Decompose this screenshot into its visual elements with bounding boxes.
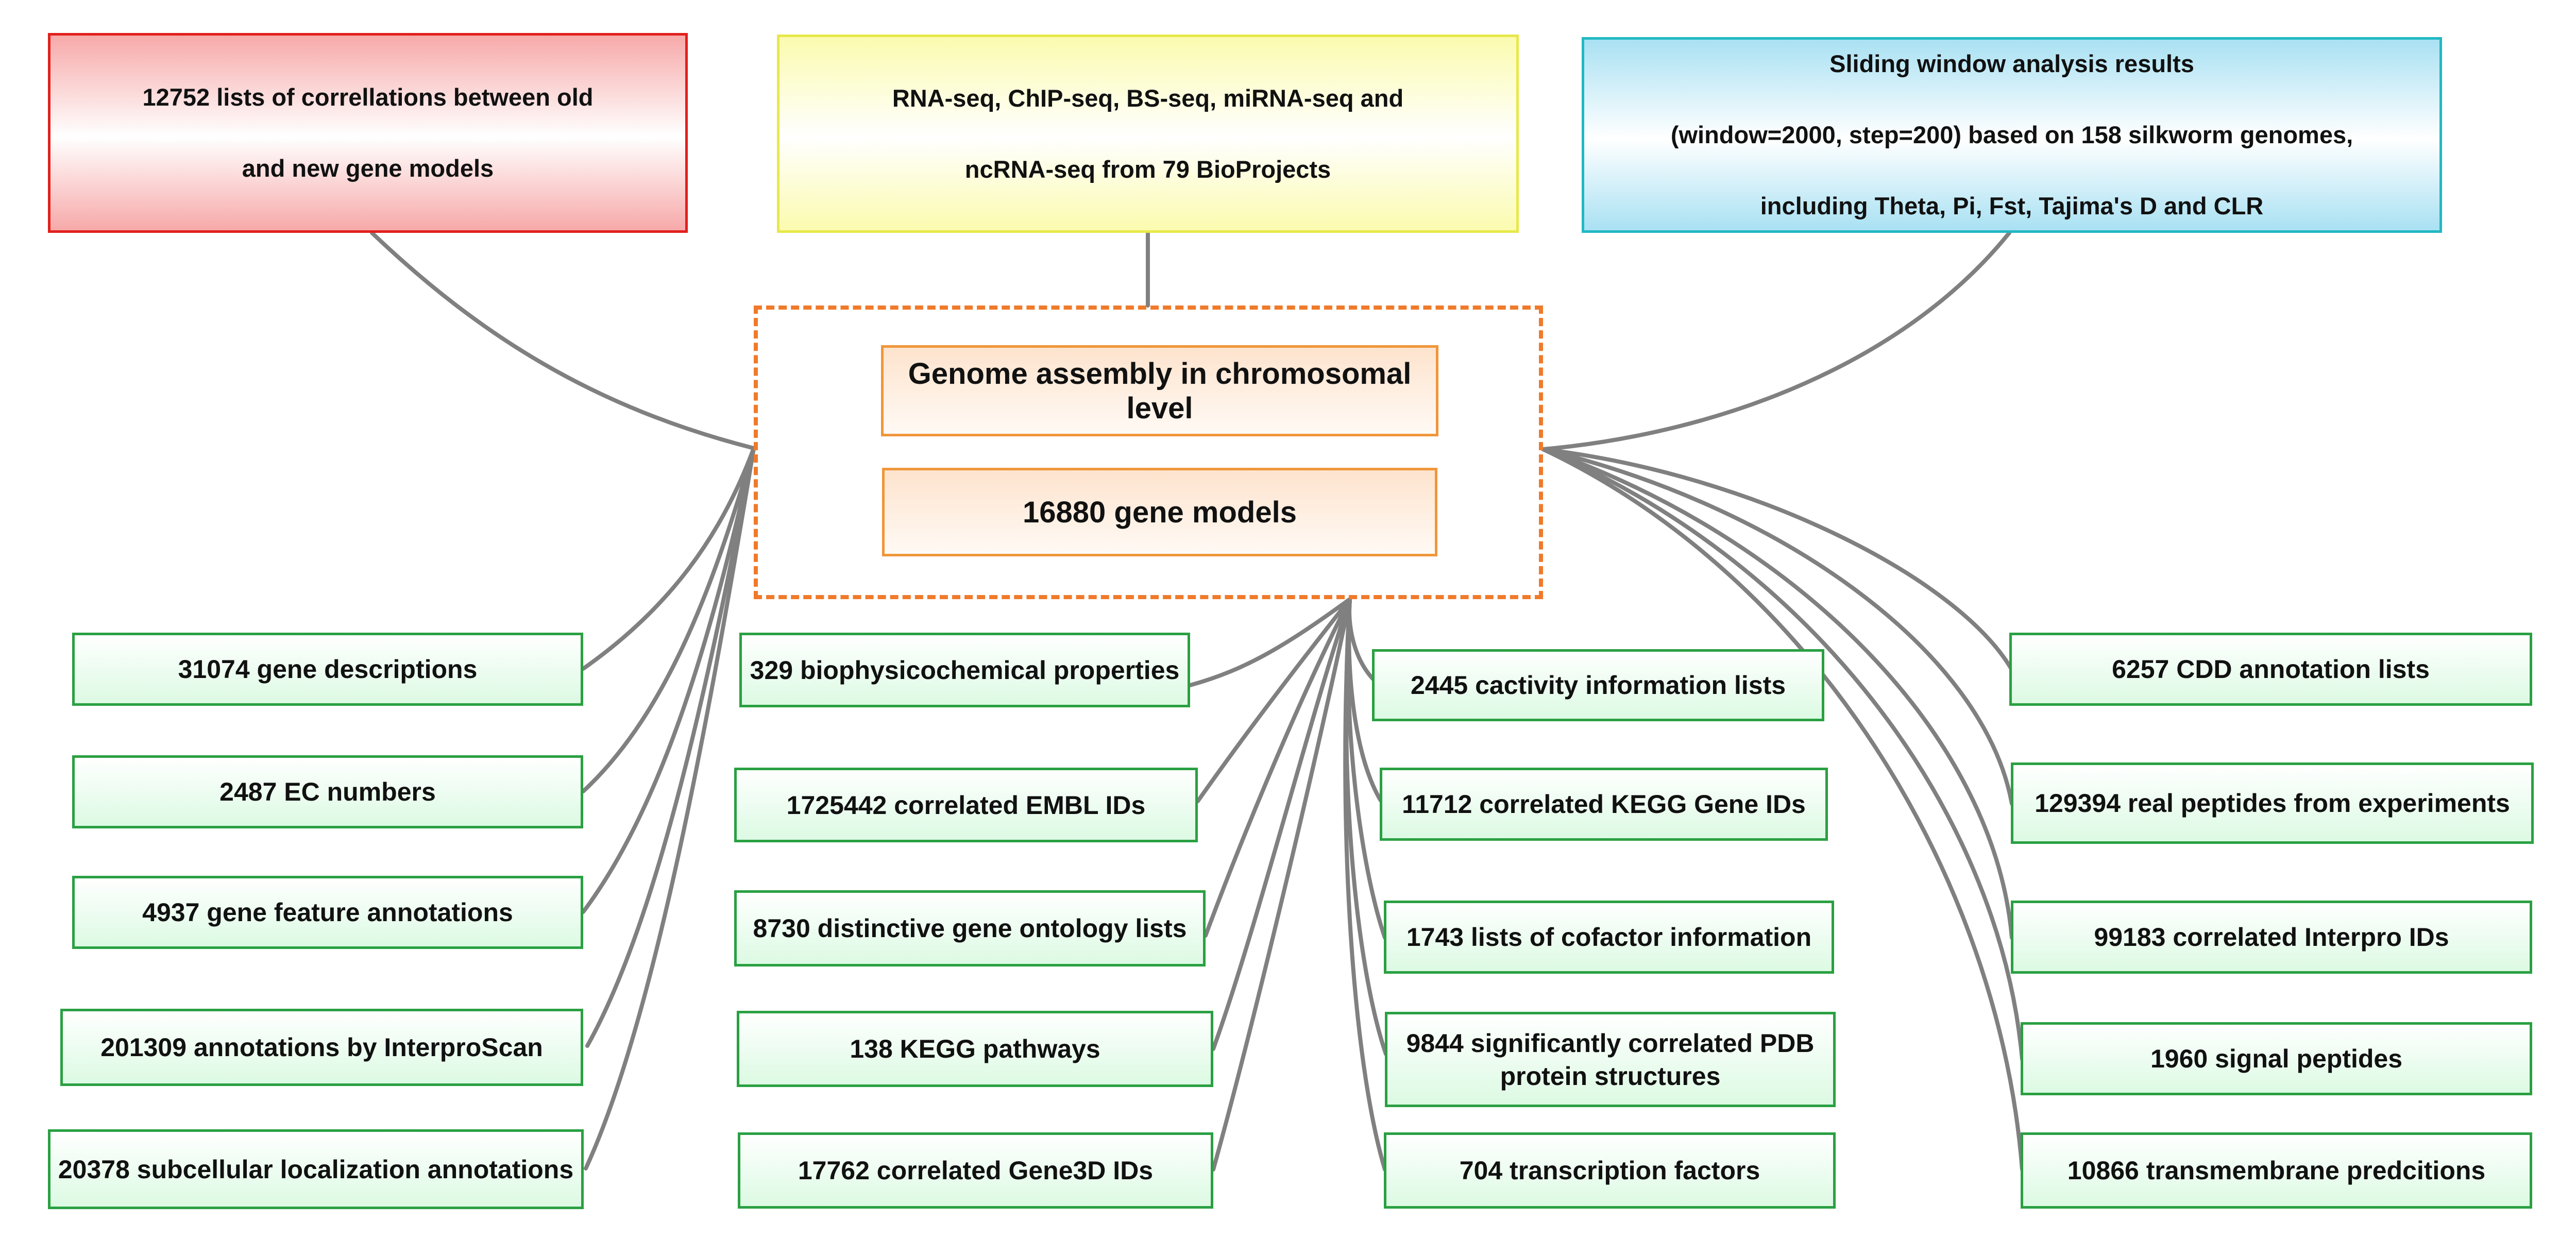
leaf-cdd-annotations: 6257 CDD annotation lists: [2009, 633, 2532, 706]
leaf-label: 1960 signal peptides: [2150, 1044, 2403, 1073]
leaf-label: 201309 annotations by InterproScan: [100, 1033, 543, 1062]
leaf-pdb-structures: 9844 significantly correlated PDB protei…: [1385, 1012, 1836, 1107]
connector-cl-4: [1211, 597, 1352, 1051]
leaf-label: 1725442 correlated EMBL IDs: [786, 790, 1146, 820]
node-text-line: ncRNA-seq from 79 BioProjects: [964, 155, 1331, 183]
connector-cl-1: [1188, 597, 1352, 687]
node-text-line: Sliding window analysis results: [1829, 50, 2194, 77]
leaf-label: 10866 transmembrane predcitions: [2067, 1156, 2486, 1185]
connector-cr-1: [1347, 597, 1375, 681]
leaf-interpro-ids: 99183 correlated Interpro IDs: [2011, 901, 2532, 974]
leaf-ec-numbers: 2487 EC numbers: [72, 755, 583, 828]
connector-right-1: [1541, 447, 2014, 672]
connector-right-3: [1541, 447, 2014, 940]
leaf-cofactor-information: 1743 lists of cofactor information: [1384, 901, 1834, 974]
leaf-gene-feature-annotations: 4937 gene feature annotations: [72, 876, 583, 949]
leaf-label: 11712 correlated KEGG Gene IDs: [1402, 790, 1806, 819]
node-gene-models: 16880 gene models: [882, 468, 1437, 556]
leaf-label: 138 KEGG pathways: [850, 1034, 1100, 1063]
node-text-line: and new gene models: [242, 155, 494, 182]
connector-cl-5: [1211, 597, 1352, 1172]
leaf-label: 1743 lists of cofactor information: [1406, 923, 1812, 952]
node-genome-assembly: Genome assembly in chromosomal level: [881, 345, 1438, 436]
leaf-label: 31074 gene descriptions: [178, 655, 478, 684]
connector-right-2: [1541, 447, 2014, 806]
leaf-label: 2487 EC numbers: [219, 777, 436, 806]
leaf-label: protein structures: [1500, 1061, 1721, 1091]
connector-blue-to-center: [1541, 231, 2011, 451]
leaf-embl-ids: 1725442 correlated EMBL IDs: [734, 768, 1198, 842]
leaf-label: 2445 cactivity information lists: [1410, 671, 1786, 700]
node-text-line: (window=2000, step=200) based on 158 sil…: [1670, 121, 2353, 148]
leaf-label: 129394 real peptides from experiments: [2035, 789, 2510, 818]
connector-cl-3: [1204, 597, 1352, 938]
leaf-signal-peptides: 1960 signal peptides: [2021, 1022, 2532, 1095]
connector-cl-2: [1196, 597, 1352, 803]
leaf-gene-descriptions: 31074 gene descriptions: [72, 633, 583, 706]
leaf-label: 17762 correlated Gene3D IDs: [798, 1156, 1154, 1185]
leaf-transmembrane-predictions: 10866 transmembrane predcitions: [2021, 1132, 2532, 1209]
leaf-label: 4937 gene feature annotations: [142, 898, 513, 927]
connector-left-5: [584, 446, 756, 1171]
connector-left-4: [585, 446, 756, 1048]
connector-right-4: [1541, 447, 2024, 1061]
leaf-label: 20378 subcellular localization annotatio…: [58, 1155, 574, 1184]
node-text-line: 16880 gene models: [1023, 495, 1297, 529]
leaf-label: 704 transcription factors: [1459, 1156, 1760, 1185]
node-text-line: RNA-seq, ChIP-seq, BS-seq, miRNA-seq and: [892, 84, 1404, 112]
leaf-interproscan-annotations: 201309 annotations by InterproScan: [60, 1009, 583, 1086]
leaf-label: 99183 correlated Interpro IDs: [2094, 923, 2449, 952]
node-text-line: 12752 lists of correllations between old: [142, 83, 594, 111]
node-sliding-window-results: Sliding window analysis results (window=…: [1582, 37, 2442, 233]
node-text-line: Genome assembly in chromosomal level: [908, 357, 1412, 425]
node-sequencing-data: RNA-seq, ChIP-seq, BS-seq, miRNA-seq and…: [777, 35, 1519, 233]
leaf-real-peptides: 129394 real peptides from experiments: [2011, 762, 2534, 844]
core-dataset-frame: [754, 306, 1543, 599]
connector-cr-5: [1343, 597, 1387, 1172]
leaf-biophysicochemical-properties: 329 biophysicochemical properties: [739, 633, 1190, 707]
leaf-gene-ontology-lists: 8730 distinctive gene ontology lists: [734, 890, 1206, 966]
connector-right-5: [1541, 447, 2024, 1172]
leaf-activity-information: 2445 cactivity information lists: [1372, 649, 1824, 721]
leaf-transcription-factors: 704 transcription factors: [1384, 1132, 1836, 1209]
connector-left-3: [581, 446, 756, 914]
leaf-label: 6257 CDD annotation lists: [2112, 655, 2430, 684]
node-text-line: including Theta, Pi, Fst, Tajima's D and…: [1760, 192, 2264, 219]
leaf-gene3d-ids: 17762 correlated Gene3D IDs: [738, 1132, 1213, 1209]
leaf-label: 9844 significantly correlated PDB: [1406, 1028, 1815, 1058]
leaf-kegg-gene-ids: 11712 correlated KEGG Gene IDs: [1380, 768, 1828, 841]
leaf-label: 8730 distinctive gene ontology lists: [753, 914, 1187, 943]
leaf-kegg-pathways: 138 KEGG pathways: [737, 1011, 1213, 1087]
connector-left-2: [581, 446, 756, 793]
leaf-subcellular-localization: 20378 subcellular localization annotatio…: [48, 1129, 584, 1209]
connector-left-1: [581, 446, 756, 671]
connector-red-to-center: [370, 231, 756, 450]
leaf-label: 329 biophysicochemical properties: [750, 655, 1180, 685]
node-old-new-gene-models: 12752 lists of correllations between old…: [48, 33, 688, 233]
